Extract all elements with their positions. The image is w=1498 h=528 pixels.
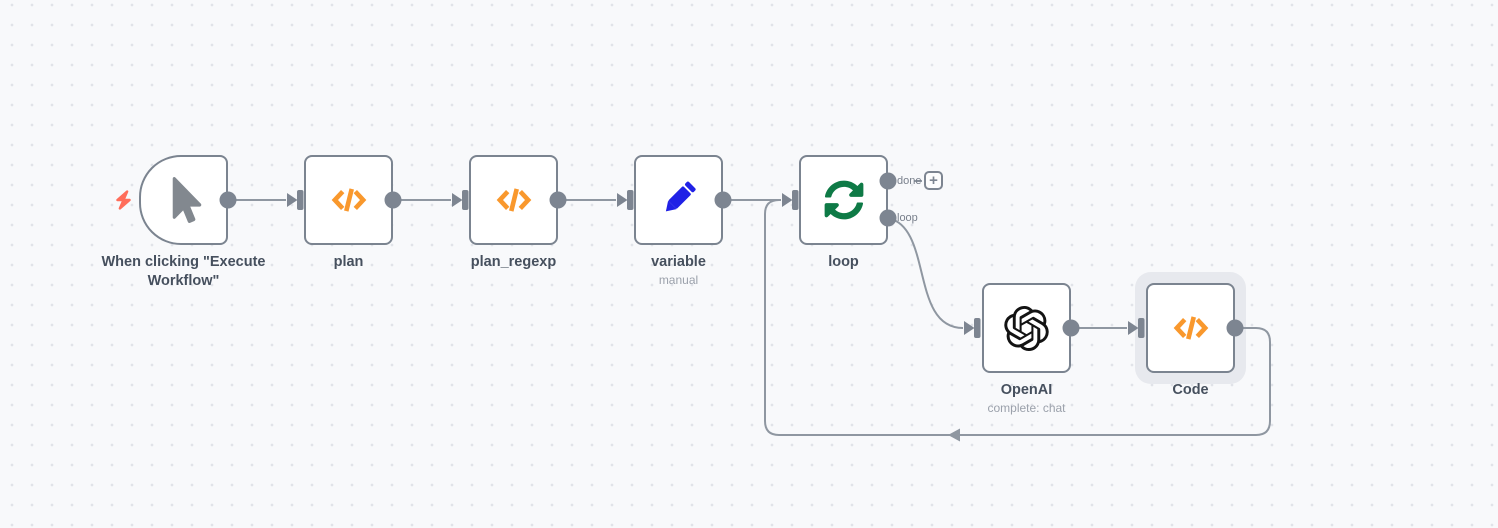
node-label-plan-regexp: plan_regexp	[470, 254, 557, 270]
node-manual-trigger[interactable]: When clicking "Execute Workflow"	[101, 155, 266, 289]
loop-output-done-label: done	[897, 175, 922, 187]
node-openai[interactable]: OpenAI complete: chat	[982, 283, 1071, 415]
node-label-plan: plan	[333, 254, 364, 270]
node-code[interactable]: Code	[1146, 283, 1235, 398]
input-port-plan[interactable]	[287, 190, 304, 210]
node-variable[interactable]: variable manual	[634, 155, 723, 287]
node-plan[interactable]: plan	[304, 155, 393, 270]
node-sublabel-openai: complete: chat	[987, 401, 1066, 415]
node-box-variable[interactable]	[634, 155, 723, 245]
node-label-openai: OpenAI	[1000, 382, 1053, 398]
node-label-variable: variable	[651, 254, 706, 270]
lightning-bolt-icon	[115, 187, 132, 213]
wire-code-loopback-to-loop[interactable]	[764, 199, 1271, 436]
node-plan-regexp[interactable]: plan_regexp	[469, 155, 558, 270]
node-sublabel-variable: manual	[658, 273, 699, 287]
node-loop[interactable]: loop	[799, 155, 888, 270]
pencil-icon	[658, 179, 700, 221]
node-label-code: Code	[1172, 382, 1209, 398]
add-node-button[interactable]: +	[924, 171, 943, 190]
node-box-manual-trigger[interactable]	[139, 155, 228, 245]
wire-loop-to-openai[interactable]	[887, 217, 964, 329]
input-port-variable[interactable]	[617, 190, 634, 210]
loop-output-loop-label: loop	[897, 212, 918, 224]
node-box-plan[interactable]	[304, 155, 393, 245]
node-box-loop[interactable]	[799, 155, 888, 245]
input-port-plan-regexp[interactable]	[452, 190, 469, 210]
cursor-icon	[170, 177, 204, 223]
node-box-openai[interactable]	[982, 283, 1071, 373]
node-box-code[interactable]	[1146, 283, 1235, 373]
node-box-plan-regexp[interactable]	[469, 155, 558, 245]
code-icon	[326, 179, 372, 221]
code-icon	[491, 179, 537, 221]
node-label-loop: loop	[828, 254, 859, 270]
node-label-manual-trigger: When clicking "Execute Workflow"	[101, 254, 266, 289]
